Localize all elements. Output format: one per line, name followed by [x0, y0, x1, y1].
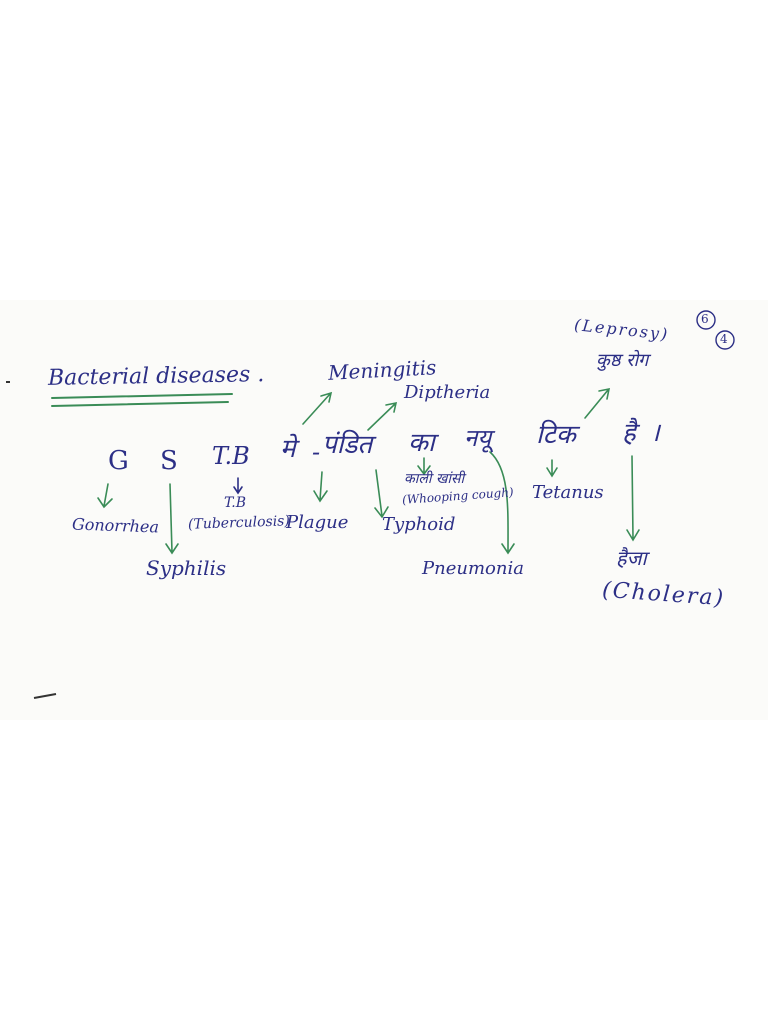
mnemonic-tik: टिक [536, 420, 576, 450]
mnemonic-tb: T.B [212, 442, 250, 470]
arrow-tik-leprosy [584, 387, 611, 419]
arrow-me-meningitis [302, 391, 333, 425]
page-mark-b: 4 [720, 332, 728, 346]
title-underline-1 [51, 393, 233, 399]
disease-tb-short: T.B [224, 495, 247, 511]
page-mark-a: 6 [701, 312, 709, 326]
arrow-me-plague [313, 471, 328, 503]
arrow-nanu-pneumonia [489, 451, 515, 555]
arrow-tb-tb [233, 477, 243, 495]
arrow-tik-tetanus [546, 459, 558, 478]
disease-kusth-rog: कुष्ठ रोग [596, 350, 649, 371]
disease-tetanus: Tetanus [532, 482, 604, 503]
margin-mark-bottom [33, 693, 57, 699]
mnemonic-ka: का [408, 428, 435, 458]
disease-tuberculosis: (Tuberculosis) [187, 513, 291, 533]
arrow-s-syphilis [165, 483, 179, 555]
notebook-page [0, 300, 768, 720]
arrow-pandit-diptheria [367, 401, 398, 431]
disease-meningitis: Meningitis [327, 355, 437, 385]
page-title: Bacterial diseases . [47, 362, 265, 391]
mnemonic-s: S [160, 446, 178, 476]
arrow-pandit-typhoid [374, 469, 389, 519]
arrow-hai-cholera [626, 455, 640, 542]
arrow-ka-kali [417, 457, 431, 476]
mnemonic-nanu: नयू [464, 424, 492, 452]
mnemonic-end: । [650, 418, 660, 448]
mnemonic-hai: है [622, 418, 636, 448]
mnemonic-g: G [108, 446, 129, 476]
disease-haija: हैजा [616, 546, 647, 570]
title-underline-2 [51, 401, 229, 407]
disease-diphtheria: Diptheria [404, 382, 491, 403]
page-mark-circle-a [696, 310, 716, 330]
disease-kali-khansi: काली खांसी [404, 471, 465, 487]
mnemonic-dash: - [312, 438, 321, 466]
mnemonic-me: मे [280, 434, 296, 464]
arrow-g-gonorrhea [97, 483, 113, 509]
disease-plague: Plague [286, 512, 349, 533]
disease-syphilis: Syphilis [146, 556, 227, 580]
disease-typhoid: Typhoid [382, 514, 456, 535]
disease-gonorrhea: Gonorrhea [71, 514, 160, 537]
disease-pneumonia: Pneumonia [422, 558, 524, 579]
page-mark-circle-b [715, 330, 735, 350]
mnemonic-pandit: पंडित [322, 430, 373, 460]
